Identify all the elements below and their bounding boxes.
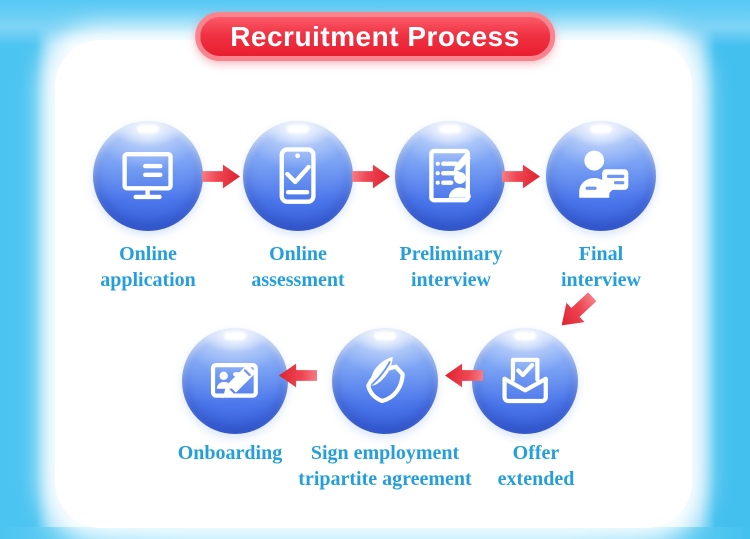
step-label-final-interview: Final interview bbox=[561, 243, 641, 292]
id-card-pencil-icon bbox=[210, 362, 258, 398]
checklist-pencil-person-icon bbox=[429, 149, 472, 203]
step-label-online-assessment: Online assessment bbox=[251, 243, 345, 292]
page-title: Recruitment Process bbox=[230, 21, 520, 52]
step-circle-online-assessment bbox=[243, 121, 353, 231]
step-label-offer-extended: Offer extended bbox=[497, 442, 575, 491]
step-circle-preliminary-interview bbox=[395, 121, 505, 231]
step-label-onboarding: Onboarding bbox=[177, 442, 283, 464]
person-chat-icon bbox=[579, 151, 629, 199]
clipboard-check-icon bbox=[279, 147, 317, 205]
quill-paper-icon bbox=[366, 356, 405, 403]
step-circle-onboarding bbox=[182, 328, 288, 434]
content-card bbox=[55, 40, 692, 528]
envelope-check-icon bbox=[502, 357, 548, 403]
step-label-preliminary-interview: Preliminary interview bbox=[399, 243, 503, 292]
background-bottom-band bbox=[0, 527, 750, 539]
step-label-online-application: Online application bbox=[100, 243, 196, 292]
monitor-icon bbox=[122, 152, 174, 200]
banner: Recruitment Process bbox=[195, 12, 555, 61]
step-circle-final-interview bbox=[546, 121, 656, 231]
step-circle-offer-extended bbox=[472, 328, 578, 434]
step-label-sign-agreement: Sign employment tripartite agreement bbox=[298, 442, 472, 491]
step-circle-sign-agreement bbox=[332, 328, 438, 434]
step-circle-online-application bbox=[93, 121, 203, 231]
